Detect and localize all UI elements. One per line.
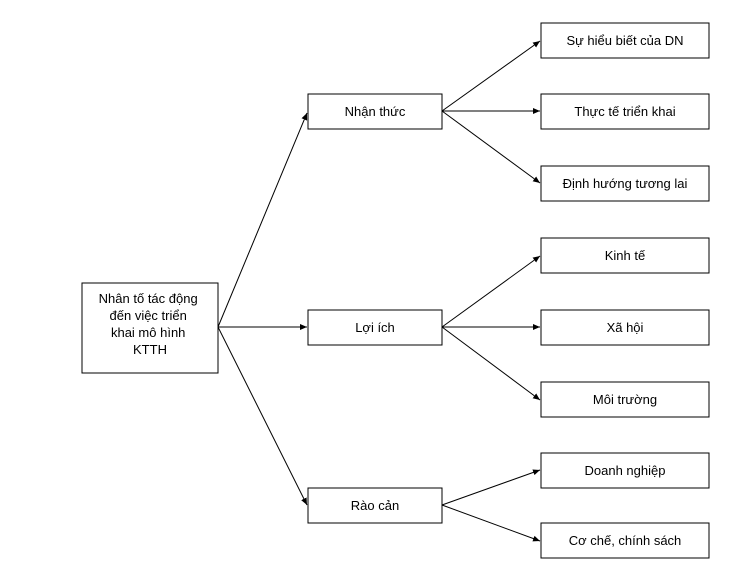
leaf-label: Thực tế triển khai — [574, 104, 675, 119]
group-label: Rào cản — [351, 498, 399, 513]
leaf-label: Xã hội — [607, 320, 644, 335]
group-label: Lợi ích — [355, 320, 395, 335]
leaf-node: Thực tế triển khai — [540, 93, 710, 130]
leaf-label: Kinh tế — [605, 248, 646, 263]
leaf-node: Môi trường — [540, 381, 710, 418]
leaf-node: Định hướng tương lai — [540, 165, 710, 202]
root-label: Nhân tố tác động đến việc triển khai mô … — [99, 291, 202, 357]
group-label: Nhận thức — [345, 104, 406, 119]
root-label-line: khai mô hình — [111, 325, 185, 340]
edge-root-to-nhan-thuc — [217, 112, 308, 328]
root-node: Nhân tố tác động đến việc triển khai mô … — [81, 282, 219, 374]
edge-rao-can-to-child-2 — [441, 504, 541, 542]
edge-loi-ich-to-child-3 — [441, 326, 541, 401]
edge-nhan-thuc-to-child-1 — [441, 40, 541, 112]
root-label-line: Nhân tố tác động — [99, 291, 198, 306]
group-node-nhan-thuc: Nhận thức — [307, 93, 443, 130]
leaf-label: Môi trường — [593, 392, 657, 407]
leaf-label: Cơ chế, chính sách — [569, 533, 682, 548]
edge-root-to-rao-can — [217, 326, 308, 506]
leaf-node: Doanh nghiệp — [540, 452, 710, 489]
leaf-node: Kinh tế — [540, 237, 710, 274]
leaf-node: Xã hội — [540, 309, 710, 346]
root-label-line: đến việc triển — [110, 308, 187, 323]
edge-nhan-thuc-to-child-3 — [441, 110, 541, 184]
leaf-label: Định hướng tương lai — [563, 176, 688, 191]
edge-loi-ich-to-child-1 — [441, 255, 541, 328]
leaf-node: Sự hiểu biết của DN — [540, 22, 710, 59]
leaf-label: Doanh nghiệp — [585, 463, 666, 478]
group-node-rao-can: Rào cản — [307, 487, 443, 524]
edge-rao-can-to-child-1 — [441, 469, 541, 506]
leaf-node: Cơ chế, chính sách — [540, 522, 710, 559]
root-label-line: KTTH — [133, 342, 167, 357]
leaf-label: Sự hiểu biết của DN — [566, 33, 683, 48]
group-node-loi-ich: Lợi ích — [307, 309, 443, 346]
